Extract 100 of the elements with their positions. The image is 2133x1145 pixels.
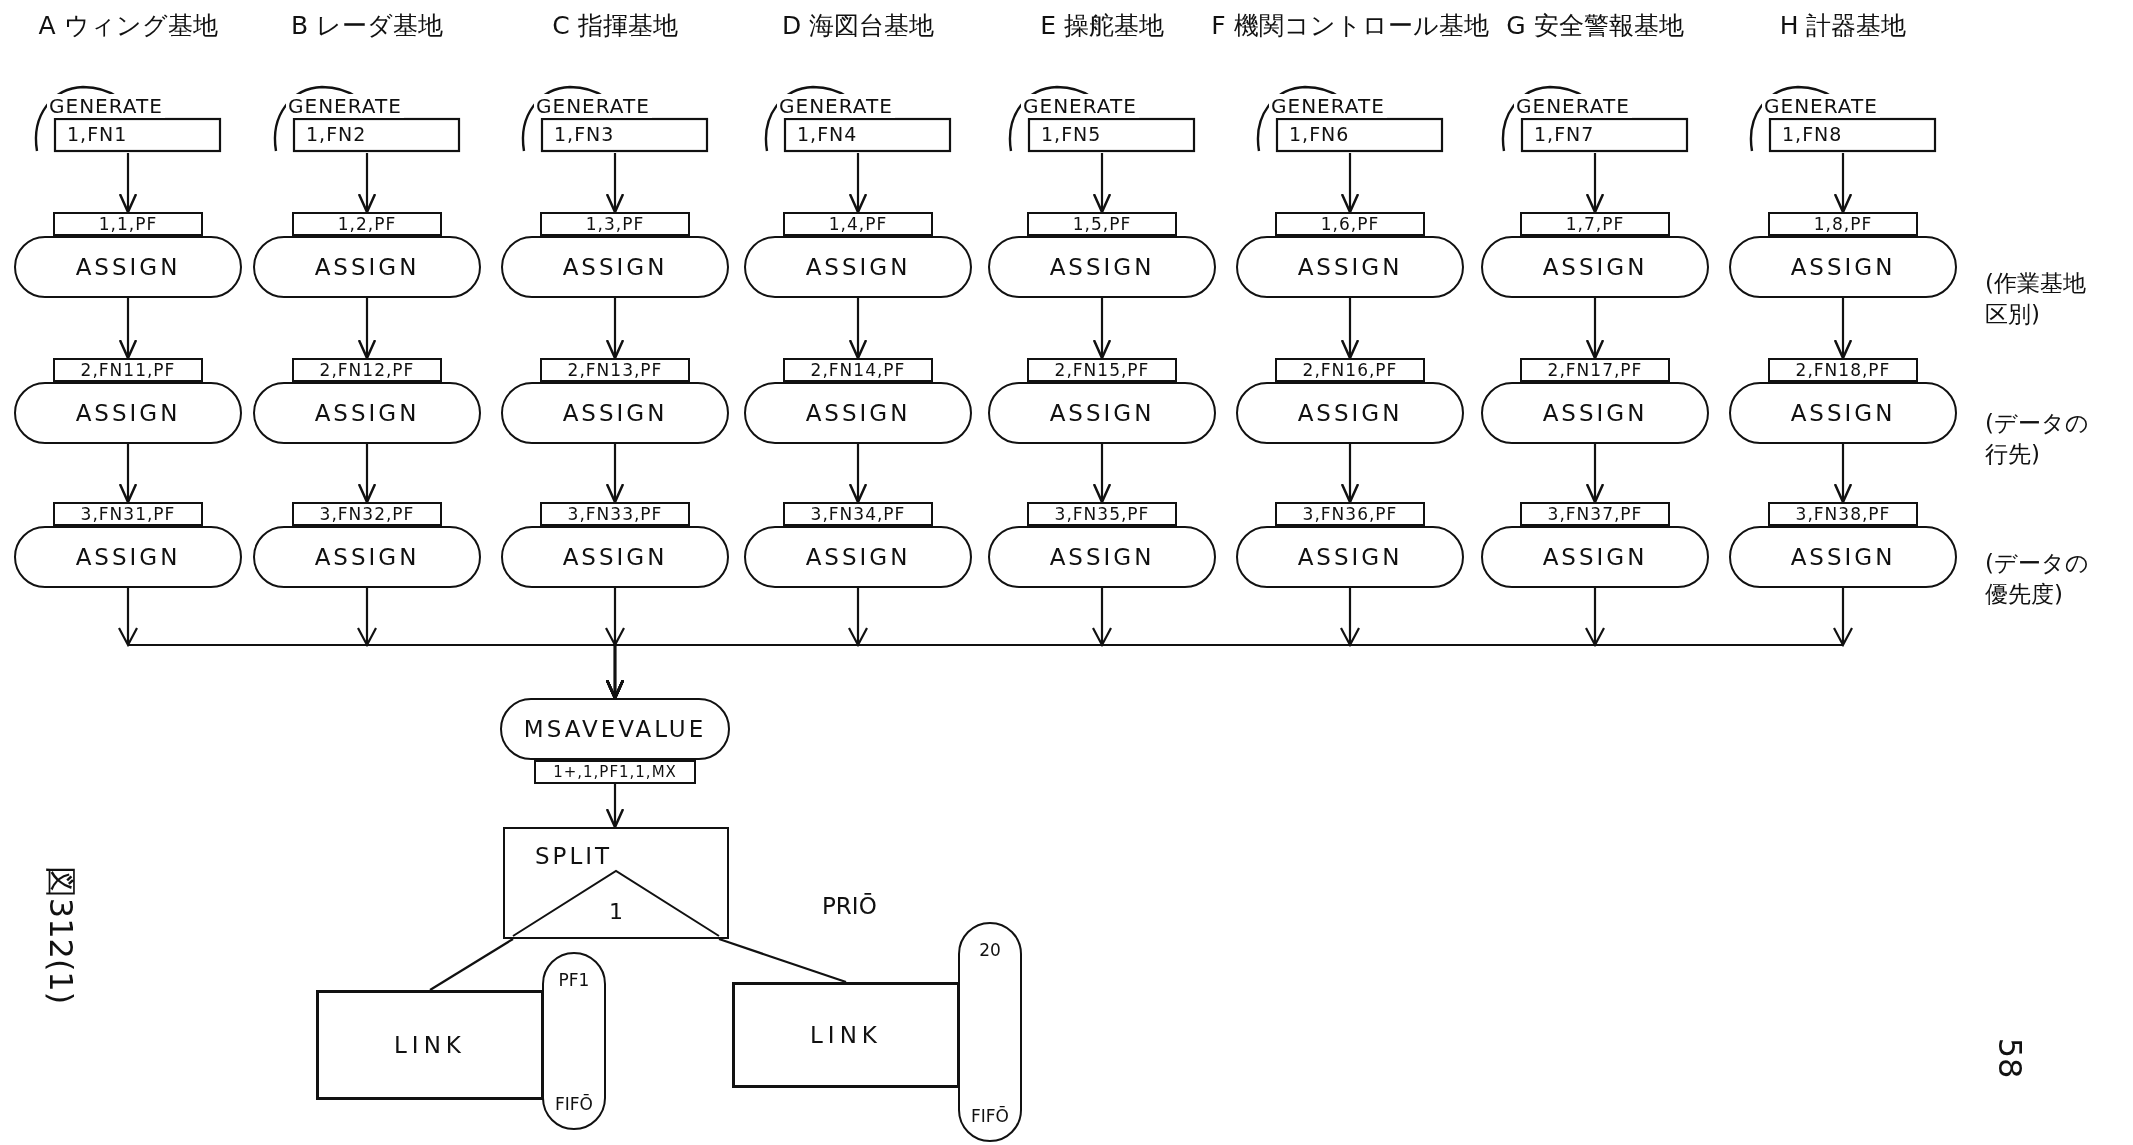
split-box bbox=[503, 827, 729, 939]
operand-box: 2,FN15,PF bbox=[1027, 358, 1177, 382]
operand-box: 2,FN13,PF bbox=[540, 358, 690, 382]
column-heading: E 操舵基地 bbox=[1040, 10, 1164, 42]
block-pill: ASSIGN bbox=[1481, 526, 1709, 588]
arrow bbox=[1585, 298, 1605, 360]
block-name: GENERATE bbox=[534, 94, 652, 118]
arrow bbox=[605, 444, 625, 504]
arrow bbox=[1585, 444, 1605, 504]
operand-box: 2,FN12,PF bbox=[292, 358, 442, 382]
block-pill: ASSIGN bbox=[253, 236, 481, 298]
column-heading: F 機関コントロール基地 bbox=[1211, 10, 1489, 42]
operand-box: 2,FN18,PF bbox=[1768, 358, 1918, 382]
block-name: GENERATE bbox=[1269, 94, 1387, 118]
arrow bbox=[1092, 298, 1112, 360]
block-pill: ASSIGN bbox=[501, 526, 729, 588]
arrow bbox=[605, 298, 625, 360]
arrow bbox=[1092, 444, 1112, 504]
connector-line bbox=[718, 937, 847, 984]
arrow bbox=[605, 784, 625, 829]
queue-parameter: PF1 bbox=[558, 970, 590, 990]
block-name: GENERATE bbox=[777, 94, 895, 118]
operand-box: 2,FN14,PF bbox=[783, 358, 933, 382]
block-pill: ASSIGN bbox=[1236, 526, 1464, 588]
operand-box: 3,FN37,PF bbox=[1520, 502, 1670, 526]
block-name: SPLIT bbox=[535, 843, 613, 869]
arrow bbox=[848, 298, 868, 360]
operand-box: 3,FN31,PF bbox=[53, 502, 203, 526]
link-box: LINK bbox=[316, 990, 544, 1100]
operand-box: 3,FN32,PF bbox=[292, 502, 442, 526]
operand-box: 2,FN11,PF bbox=[53, 358, 203, 382]
queue-parameter: FIFŌ bbox=[971, 1106, 1009, 1126]
block-pill: ASSIGN bbox=[1481, 382, 1709, 444]
block-pill: ASSIGN bbox=[988, 526, 1216, 588]
block-pill: ASSIGN bbox=[1236, 236, 1464, 298]
block-pill: ASSIGN bbox=[1729, 382, 1957, 444]
arrow bbox=[357, 444, 377, 504]
block-pill: ASSIGN bbox=[988, 382, 1216, 444]
column-heading: G 安全警報基地 bbox=[1506, 10, 1684, 42]
operand-box: 2,FN17,PF bbox=[1520, 358, 1670, 382]
side-note: (データの行先) bbox=[1985, 409, 2090, 469]
operand-box: 3,FN34,PF bbox=[783, 502, 933, 526]
block-name: GENERATE bbox=[286, 94, 404, 118]
arrow bbox=[605, 153, 625, 214]
block-name: GENERATE bbox=[1021, 94, 1139, 118]
figure-number: 図312(1) bbox=[41, 865, 81, 1005]
block-pill: ASSIGN bbox=[988, 236, 1216, 298]
queue-parameter: FIFŌ bbox=[555, 1094, 593, 1114]
arrow bbox=[1340, 153, 1360, 214]
column-heading: H 計器基地 bbox=[1779, 10, 1907, 42]
block-pill: ASSIGN bbox=[1729, 236, 1957, 298]
block-pill: ASSIGN bbox=[1481, 236, 1709, 298]
operand-box: 3,FN33,PF bbox=[540, 502, 690, 526]
operand-box: 2,FN16,PF bbox=[1275, 358, 1425, 382]
arrow bbox=[1092, 153, 1112, 214]
block-pill: ASSIGN bbox=[14, 526, 242, 588]
operand-box: 1+,1,PF1,1,MX bbox=[534, 760, 696, 784]
column-heading: D 海図台基地 bbox=[781, 10, 935, 42]
block-pill: ASSIGN bbox=[253, 526, 481, 588]
annotation-text: PRIŌ bbox=[822, 893, 877, 919]
block-pill: ASSIGN bbox=[1729, 526, 1957, 588]
operand-box: 1,5,PF bbox=[1027, 212, 1177, 236]
arrow bbox=[118, 153, 138, 214]
arrow bbox=[848, 153, 868, 214]
block-pill: ASSIGN bbox=[14, 382, 242, 444]
split-count: 1 bbox=[609, 899, 623, 924]
arrow bbox=[1833, 444, 1853, 504]
block-pill: ASSIGN bbox=[744, 382, 972, 444]
block-pill: ASSIGN bbox=[14, 236, 242, 298]
side-note: (作業基地区別) bbox=[1985, 269, 2087, 329]
block-pill: ASSIGN bbox=[1236, 382, 1464, 444]
arrow bbox=[1585, 153, 1605, 214]
arrow bbox=[357, 298, 377, 360]
arrow bbox=[848, 444, 868, 504]
block-pill: ASSIGN bbox=[501, 236, 729, 298]
operand-box: 1,8,PF bbox=[1768, 212, 1918, 236]
block-name: GENERATE bbox=[1514, 94, 1632, 118]
link-box: LINK bbox=[732, 982, 960, 1088]
arrow bbox=[1340, 444, 1360, 504]
block-pill: ASSIGN bbox=[253, 382, 481, 444]
operand-box: 3,FN35,PF bbox=[1027, 502, 1177, 526]
arrow bbox=[605, 586, 1854, 700]
connector-line bbox=[429, 938, 514, 991]
operand-box: 1,6,PF bbox=[1275, 212, 1425, 236]
arrow bbox=[1833, 298, 1853, 360]
block-pill: ASSIGN bbox=[501, 382, 729, 444]
operand-box: 3,FN36,PF bbox=[1275, 502, 1425, 526]
operand-box: 1,1,PF bbox=[53, 212, 203, 236]
block-pill: ASSIGN bbox=[744, 236, 972, 298]
operand-box: 3,FN38,PF bbox=[1768, 502, 1918, 526]
arrow bbox=[1340, 298, 1360, 360]
operand-box: 1,7,PF bbox=[1520, 212, 1670, 236]
block-name: GENERATE bbox=[1762, 94, 1880, 118]
side-note: (データの優先度) bbox=[1985, 549, 2090, 609]
block-pill: ASSIGN bbox=[744, 526, 972, 588]
arrow bbox=[118, 444, 138, 504]
arrow bbox=[357, 153, 377, 214]
arrow bbox=[118, 298, 138, 360]
queue-parameter: 20 bbox=[979, 940, 1001, 960]
operand-box: 1,3,PF bbox=[540, 212, 690, 236]
